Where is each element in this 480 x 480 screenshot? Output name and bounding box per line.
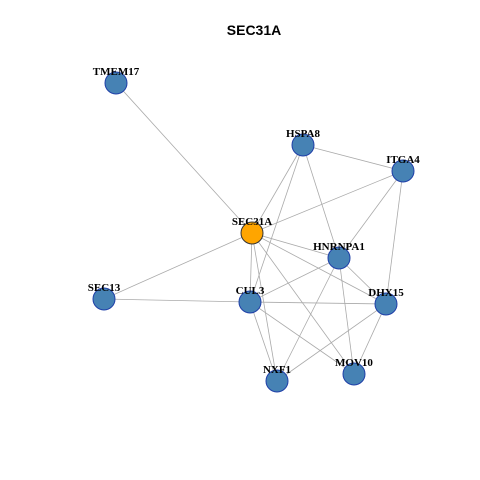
edge-itga4-dhx15 (385, 170, 404, 305)
edge-cul3-nxf1 (249, 301, 278, 382)
edge-hspa8-itga4 (302, 144, 404, 172)
node-hnrnpa1 (327, 246, 351, 270)
node-layer (92, 71, 415, 393)
edge-layer (103, 82, 404, 382)
node-label-nxf1: NXF1 (263, 364, 291, 376)
node-label-hnrnpa1: HNRNPA1 (313, 241, 365, 253)
node-hspa8 (291, 133, 315, 157)
edge-sec31a-nxf1 (251, 232, 278, 382)
edge-sec31a-mov10 (251, 232, 355, 375)
node-label-itga4: ITGA4 (386, 154, 420, 166)
node-nxf1 (265, 369, 289, 393)
edge-hnrnpa1-cul3 (249, 257, 340, 303)
edge-sec31a-dhx15 (251, 232, 387, 305)
edge-itga4-hnrnpa1 (338, 170, 404, 259)
edge-sec31a-hnrnpa1 (251, 232, 340, 259)
node-itga4 (391, 159, 415, 183)
node-label-sec31a: SEC31A (232, 216, 272, 228)
edge-cul3-mov10 (249, 301, 355, 375)
edge-sec13-cul3 (103, 298, 251, 303)
graph-title: SEC31A (227, 22, 281, 38)
node-label-mov10: MOV10 (335, 357, 373, 369)
node-tmem17 (104, 71, 128, 95)
edge-cul3-dhx15 (249, 301, 387, 305)
edge-sec31a-cul3 (249, 232, 253, 303)
node-sec31a (240, 221, 264, 245)
edge-hspa8-sec31a (251, 144, 304, 234)
node-label-sec13: SEC13 (88, 282, 121, 294)
node-label-tmem17: TMEM17 (93, 66, 140, 78)
node-label-hspa8: HSPA8 (286, 128, 321, 140)
edge-sec31a-sec13 (103, 232, 253, 300)
edge-dhx15-mov10 (353, 303, 387, 375)
edge-hnrnpa1-nxf1 (276, 257, 340, 382)
edge-dhx15-nxf1 (276, 303, 387, 382)
node-cul3 (238, 290, 262, 314)
node-dhx15 (374, 292, 398, 316)
node-mov10 (342, 362, 366, 386)
node-label-dhx15: DHX15 (368, 287, 404, 299)
node-sec13 (92, 287, 116, 311)
edge-itga4-sec31a (251, 170, 404, 234)
edge-hnrnpa1-mov10 (338, 257, 355, 375)
edge-tmem17-sec31a (115, 82, 253, 234)
edge-hspa8-hnrnpa1 (302, 144, 340, 259)
node-label-cul3: CUL3 (236, 285, 265, 297)
